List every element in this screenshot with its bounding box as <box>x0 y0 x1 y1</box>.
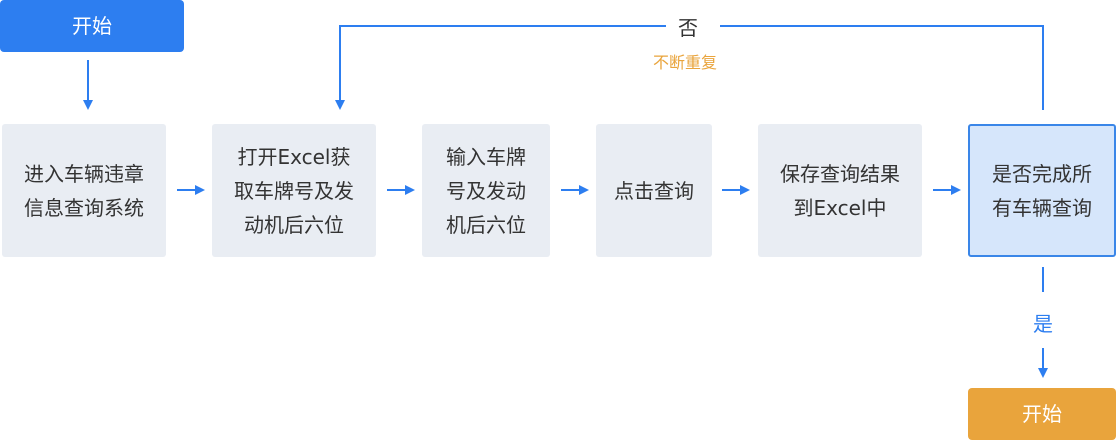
step-enter-query-system: 进入车辆违章 信息查询系统 <box>2 124 166 257</box>
decision-label: 是否完成所 有车辆查询 <box>992 161 1092 220</box>
step-label: 打开Excel获 取车牌号及发 动机后六位 <box>234 144 354 237</box>
step-input-plate: 输入车牌 号及发动 机后六位 <box>422 124 550 257</box>
start-node: 开始 <box>0 0 184 52</box>
end-node: 开始 <box>968 388 1116 440</box>
yes-label: 是 <box>1033 312 1053 336</box>
loop-back-line-right <box>720 25 1044 110</box>
loop-back-line-left <box>335 25 666 110</box>
start-label: 开始 <box>72 14 112 38</box>
step-label: 保存查询结果 到Excel中 <box>780 161 900 220</box>
step-label: 进入车辆违章 信息查询系统 <box>24 161 144 220</box>
end-label: 开始 <box>1022 402 1062 426</box>
step-click-query: 点击查询 <box>596 124 712 257</box>
step-open-excel: 打开Excel获 取车牌号及发 动机后六位 <box>212 124 376 257</box>
loop-note: 不断重复 <box>653 53 718 72</box>
step-save-to-excel: 保存查询结果 到Excel中 <box>758 124 922 257</box>
step-label: 点击查询 <box>614 178 694 203</box>
step-label: 输入车牌 号及发动 机后六位 <box>446 144 526 237</box>
loop-no-label: 否 <box>678 16 698 40</box>
decision-node: 是否完成所 有车辆查询 <box>968 124 1116 257</box>
